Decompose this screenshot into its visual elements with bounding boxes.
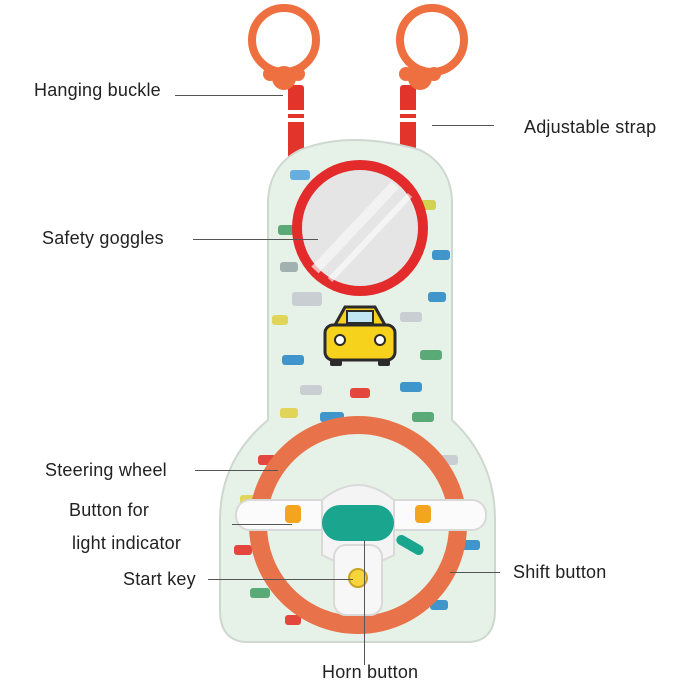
- start-key-leader: [208, 579, 353, 580]
- shift-button-leader: [450, 572, 500, 573]
- label-button-for: Button for: [69, 500, 150, 520]
- label-start-key: Start key: [123, 569, 196, 589]
- adjustable-strap-leader: [432, 125, 494, 126]
- label-safety-goggles: Safety goggles: [42, 228, 164, 248]
- label-horn-button: Horn button: [322, 662, 419, 682]
- ring-icon: [248, 4, 320, 90]
- safety-goggles-leader: [193, 239, 318, 240]
- label-adjustable-strap: Adjustable strap: [524, 117, 657, 137]
- steering-wheel-leader: [195, 470, 278, 471]
- light-indicator-leader: [232, 524, 292, 525]
- mirror-icon: [292, 160, 428, 296]
- horn-button-leader: [364, 540, 365, 665]
- hanging-buckle-leader: [175, 95, 283, 96]
- label-shift-button: Shift button: [513, 562, 607, 582]
- label-steering-wheel: Steering wheel: [45, 460, 167, 480]
- car-icon: [323, 305, 397, 366]
- steering-wheel-icon: [235, 416, 487, 634]
- label-hanging-buckle: Hanging buckle: [34, 80, 161, 100]
- ring-icon: [396, 4, 468, 90]
- label-light-indicator: light indicator: [72, 533, 182, 553]
